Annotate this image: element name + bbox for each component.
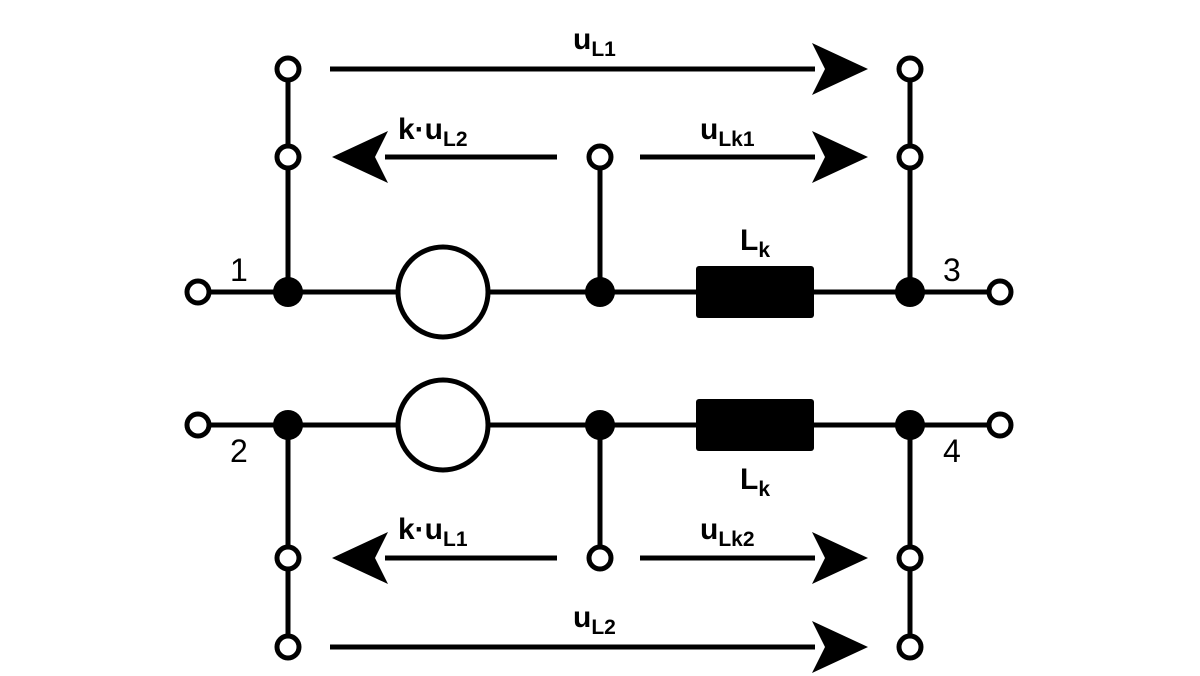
top-mid-tap bbox=[586, 143, 614, 171]
top-left-upper-tap bbox=[274, 55, 302, 83]
bottom-left-voltage-label: k·uL1 bbox=[398, 513, 468, 551]
bottom-node-left bbox=[273, 410, 303, 440]
bottom-inductor-label: Lk bbox=[740, 463, 770, 501]
terminal-4-label: 4 bbox=[943, 433, 961, 469]
top-left-lower-tap bbox=[274, 143, 302, 171]
top-inductor-label: Lk bbox=[740, 224, 770, 262]
top-circuit: 1 3 uL1 k·uL2 uLk1 Lk bbox=[184, 23, 1014, 340]
top-node-mid bbox=[585, 277, 615, 307]
top-outer-voltage-arrow bbox=[330, 43, 868, 95]
bottom-mid-tap bbox=[586, 544, 614, 572]
bottom-right-lower-tap bbox=[896, 633, 924, 661]
top-left-voltage-label: k·uL2 bbox=[398, 113, 468, 151]
top-outer-voltage-label: uL1 bbox=[573, 23, 616, 61]
bottom-circuit: 2 4 Lk k·uL1 uLk2 uL2 bbox=[184, 377, 1014, 673]
terminal-3-label: 3 bbox=[943, 252, 961, 288]
bottom-outer-voltage-arrow bbox=[330, 621, 868, 673]
bottom-node-right bbox=[895, 410, 925, 440]
terminal-4 bbox=[986, 411, 1014, 439]
bottom-inductor bbox=[696, 399, 814, 451]
bottom-left-upper-tap bbox=[274, 544, 302, 572]
terminal-2 bbox=[184, 411, 212, 439]
top-node-right bbox=[895, 277, 925, 307]
bottom-right-voltage-label: uLk2 bbox=[700, 513, 755, 551]
top-right-voltage-arrow bbox=[640, 131, 868, 183]
terminal-1 bbox=[184, 278, 212, 306]
bottom-right-upper-tap bbox=[896, 544, 924, 572]
bottom-outer-voltage-label: uL2 bbox=[573, 601, 616, 639]
top-voltage-source bbox=[395, 244, 491, 340]
top-right-voltage-label: uLk1 bbox=[700, 113, 755, 151]
terminal-1-label: 1 bbox=[230, 252, 248, 288]
top-right-upper-tap bbox=[896, 55, 924, 83]
terminal-2-label: 2 bbox=[230, 433, 248, 469]
terminal-3 bbox=[986, 278, 1014, 306]
top-left-voltage-arrow bbox=[332, 131, 557, 183]
bottom-node-mid bbox=[585, 410, 615, 440]
bottom-right-voltage-arrow bbox=[640, 532, 868, 584]
bottom-voltage-source bbox=[395, 377, 491, 473]
top-right-lower-tap bbox=[896, 143, 924, 171]
bottom-left-voltage-arrow bbox=[332, 532, 557, 584]
top-inductor bbox=[696, 266, 814, 318]
top-node-left bbox=[273, 277, 303, 307]
bottom-left-lower-tap bbox=[274, 633, 302, 661]
